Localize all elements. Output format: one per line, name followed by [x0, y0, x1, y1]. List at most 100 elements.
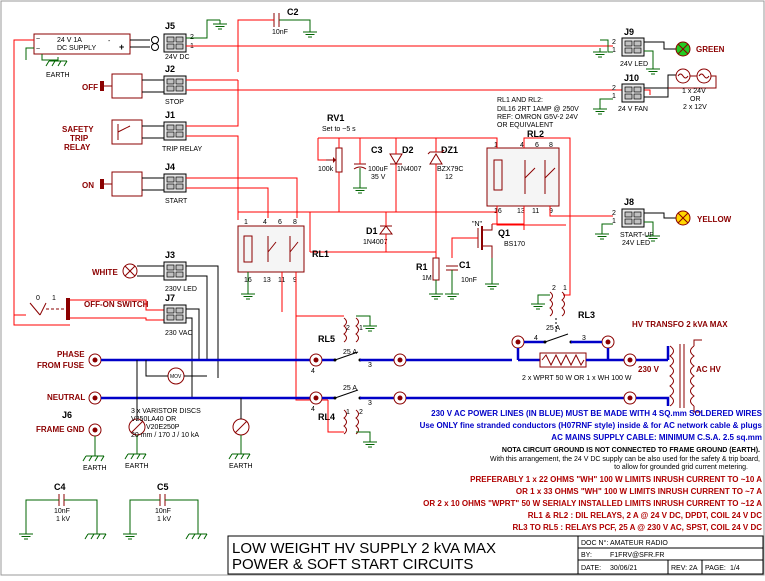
J4-label: START [165, 198, 188, 205]
C3-value1: 100uF [368, 166, 388, 173]
svg-text:8: 8 [549, 142, 553, 149]
doc-label: DOC N°: [581, 539, 608, 547]
note-power-lines: 230 V AC POWER LINES (IN BLUE) MUST BE M… [431, 409, 763, 418]
earth-symbol-C4 [84, 529, 107, 540]
C3-ref: C3 [371, 145, 383, 155]
ground-RL4 [362, 437, 378, 448]
J6-label: FRAME GND [36, 425, 85, 434]
rev-value: 2A [689, 565, 698, 572]
white-led-icon [122, 263, 138, 279]
J2-ref: J2 [165, 64, 175, 74]
RV1-value: 100k [318, 166, 334, 173]
C4-ref: C4 [54, 482, 66, 492]
by-label: BY: [581, 552, 592, 559]
ground-J8b [594, 229, 610, 240]
svg-text:2: 2 [612, 85, 616, 92]
on-label: ON [82, 181, 94, 190]
Q1-value: BS170 [504, 241, 525, 248]
D2-value: 1N4007 [397, 166, 422, 173]
yellow-led-label: YELLOW [697, 215, 732, 224]
earth-label-1: EARTH [125, 463, 149, 470]
C1-value: 10nF [461, 277, 477, 284]
DZ1-ref: DZ1 [441, 145, 458, 155]
neutral-label: NEUTRAL [47, 393, 85, 402]
ground-J9b [592, 47, 608, 58]
svg-text:1: 1 [612, 93, 616, 100]
DZ1-value2: 12 [445, 174, 453, 181]
fan-note-line1: 1 x 24V [682, 88, 706, 95]
earth-label-3: EARTH [229, 463, 253, 470]
svg-text:0: 0 [36, 295, 40, 302]
svg-text:8: 8 [293, 219, 297, 226]
page-label: PAGE: [705, 565, 726, 572]
relay-contact-RL3 [524, 333, 602, 344]
svg-text:1: 1 [494, 142, 498, 149]
ground-C1 [444, 289, 460, 300]
earth-symbol-C5 [185, 529, 208, 540]
ground-J5 [212, 19, 228, 30]
earth-symbol-1 [124, 449, 147, 460]
green-led-icon [675, 41, 691, 57]
varistor-note-2: V250LA40 OR [131, 416, 176, 423]
fan-note-line2: OR [690, 96, 701, 103]
svg-text:2: 2 [346, 325, 350, 332]
svg-text:1: 1 [359, 325, 363, 332]
title-line-1: LOW WEIGHT HV SUPPLY 2 kVA MAX [232, 540, 496, 557]
connector-J7 [163, 304, 187, 324]
RL1-ref: RL1 [312, 249, 329, 259]
svg-text:13: 13 [517, 208, 525, 215]
Q1-ref: Q1 [498, 228, 510, 238]
D1-ref: D1 [366, 226, 378, 236]
connector-J9 [621, 37, 645, 57]
earth-symbol-top [45, 56, 68, 67]
C2-value: 10nF [272, 29, 288, 36]
varistor-note-4: 20 mm / 170 J / 10 kA [131, 432, 199, 439]
relay-note-line4: OR EQUIVALENT [497, 122, 554, 129]
transformer-icon [669, 339, 702, 413]
connector-J1 [163, 121, 187, 141]
earth-symbol-3 [228, 449, 251, 460]
svg-text:~: ~ [36, 46, 40, 53]
J7-label: 230 VAC [165, 330, 193, 337]
relay-note-line1: RL1 AND RL2: [497, 97, 543, 104]
green-led-label: GREEN [696, 45, 725, 54]
svg-text:13: 13 [263, 277, 271, 284]
J10-label: 24 V FAN [618, 106, 648, 113]
RL3-amp: 25 A [546, 325, 560, 332]
varistor-note-1: 3 x VARISTOR DISCS [131, 408, 201, 415]
J3-ref: J3 [165, 250, 175, 260]
C3-value2: 35 V [371, 174, 386, 181]
svg-text:9: 9 [549, 208, 553, 215]
svg-text:1: 1 [346, 409, 350, 416]
title-block [227, 535, 764, 575]
ground-C2 [302, 27, 318, 38]
R1-value: 1M [422, 275, 432, 282]
relay-RL1 [237, 225, 305, 273]
varistor-note-3: V20E250P [146, 424, 180, 431]
off-label: OFF [82, 83, 98, 92]
relay-coil-RL5 [343, 317, 359, 343]
trip-relay-contact-icon [111, 119, 143, 145]
RL4-amp: 25 A [343, 385, 357, 392]
svg-text:4: 4 [520, 142, 524, 149]
C4-value1: 10nF [54, 508, 70, 515]
connector-J8 [621, 208, 645, 228]
note-relays-1: RL1 & RL2 : DIL RELAYS, 2 A @ 24 V DC, D… [528, 511, 762, 520]
phase-label-1: PHASE [57, 350, 85, 359]
svg-text:1: 1 [563, 285, 567, 292]
C5-ref: C5 [157, 482, 169, 492]
date-value: 30/06/21 [610, 565, 637, 572]
transfo-achv-label: AC HV [696, 365, 722, 374]
DZ1-value1: BZX79C [437, 166, 463, 173]
svg-text:3: 3 [582, 335, 586, 342]
ground-RL1 [240, 289, 256, 300]
by-value: F1FRV@SFR.FR [610, 552, 664, 559]
note-inrush-3: OR 2 x 10 OHMS "WPRT" 50 W SERIALY INSTA… [423, 499, 762, 508]
relay-note-line2: DIL16 2RT 1AMP @ 250V [497, 106, 579, 113]
note-arrangement: With this arrangement, the 24 V DC suppl… [490, 456, 760, 463]
svg-text:9: 9 [293, 277, 297, 284]
RL4-ref: RL4 [318, 412, 335, 422]
earth-label-2: EARTH [83, 465, 107, 472]
earth-label-top: EARTH [46, 72, 70, 79]
